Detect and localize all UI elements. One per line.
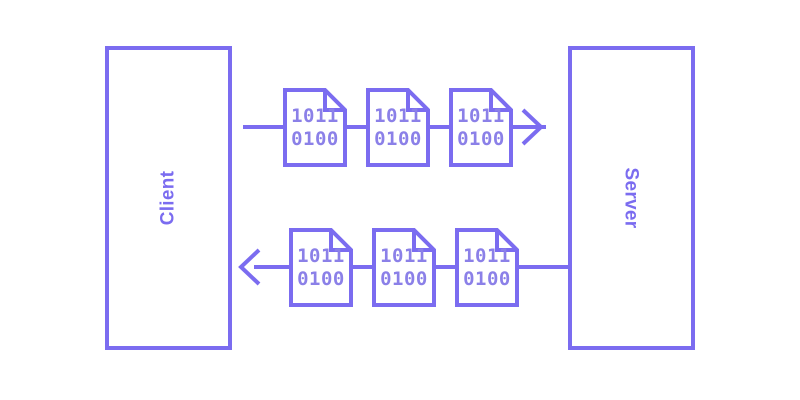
packet-document-icon[interactable]: 1011 0100: [283, 88, 347, 167]
server-node[interactable]: Server: [568, 46, 695, 350]
packet-bits-line1: 1011: [291, 105, 339, 127]
packet-bits-line2: 0100: [374, 128, 422, 150]
client-label: Client: [158, 170, 179, 225]
document-fold-icon: [323, 90, 345, 112]
packet-document-icon[interactable]: 1011 0100: [455, 228, 519, 307]
document-fold-icon: [495, 230, 517, 252]
response-flow: 1011 0100 1011 0100 1011 0100: [238, 228, 568, 307]
arrow-left-icon: [238, 248, 261, 286]
packet-bits-line1: 1011: [463, 245, 511, 267]
arrow-right-icon: [521, 108, 544, 146]
client-box[interactable]: [105, 46, 232, 350]
document-fold-icon: [406, 90, 428, 112]
packet-document-icon[interactable]: 1011 0100: [366, 88, 430, 167]
packet-bits-line2: 0100: [297, 268, 345, 290]
request-flow: 1011 0100 1011 0100 1011 0100: [243, 88, 546, 167]
packet-bits-line1: 1011: [457, 105, 505, 127]
server-box[interactable]: [568, 46, 695, 350]
document-fold-icon: [412, 230, 434, 252]
packet-bits-line2: 0100: [457, 128, 505, 150]
client-node[interactable]: Client: [105, 46, 232, 350]
packet-bits-line2: 0100: [463, 268, 511, 290]
server-label: Server: [621, 168, 642, 229]
packet-bits-line1: 1011: [297, 245, 345, 267]
document-fold-icon: [329, 230, 351, 252]
packet-bits-line2: 0100: [380, 268, 428, 290]
packet-document-icon[interactable]: 1011 0100: [289, 228, 353, 307]
packet-document-icon[interactable]: 1011 0100: [449, 88, 513, 167]
document-fold-icon: [489, 90, 511, 112]
packet-document-icon[interactable]: 1011 0100: [372, 228, 436, 307]
packet-bits-line1: 1011: [374, 105, 422, 127]
packet-bits-line1: 1011: [380, 245, 428, 267]
packet-bits-line2: 0100: [291, 128, 339, 150]
